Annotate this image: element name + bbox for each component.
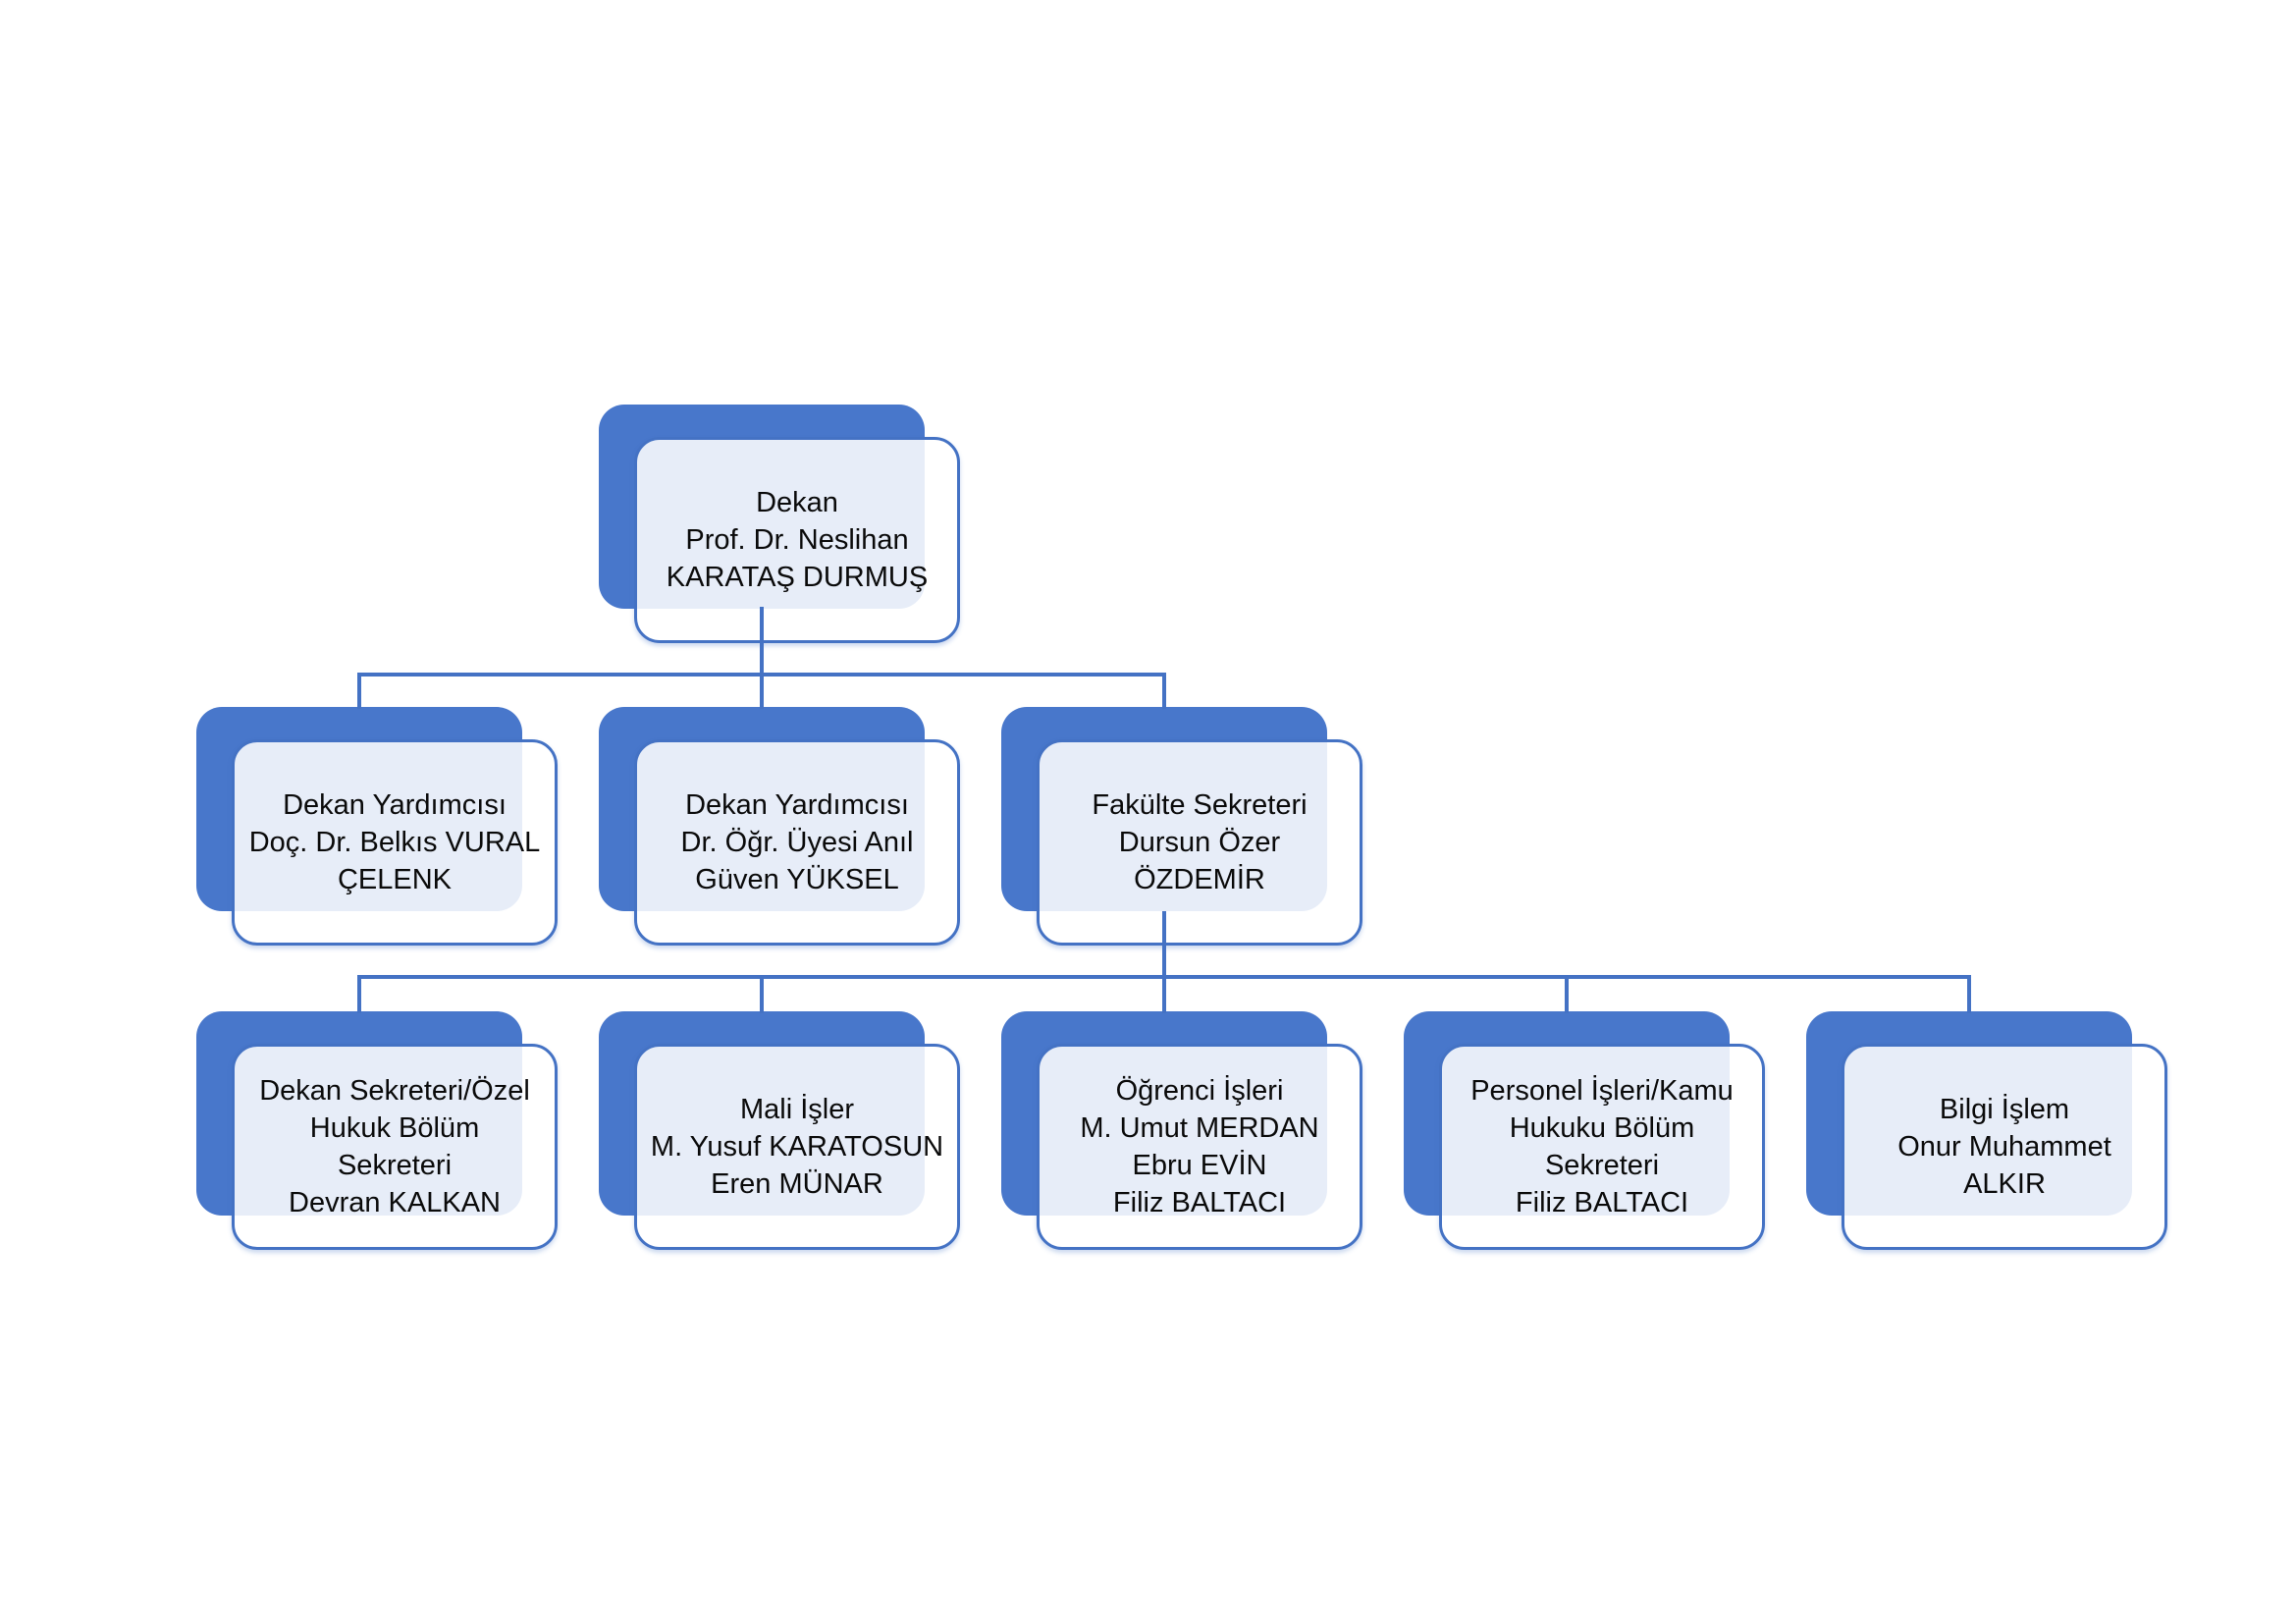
node-text: Dekan Sekreteri/Özel Hukuk Bölüm Sekrete… [259, 1075, 530, 1218]
node-text: Fakülte Sekreteri Dursun Özer ÖZDEMİR [1092, 789, 1308, 895]
node-card: Mali İşler M. Yusuf KARATOSUN Eren MÜNAR [634, 1044, 960, 1250]
org-node-dekan: Dekan Prof. Dr. Neslihan KARATAŞ DURMUŞ [599, 405, 960, 643]
org-node-fakulte-sekreteri: Fakülte Sekreteri Dursun Özer ÖZDEMİR [1001, 707, 1362, 946]
node-card: Personel İşleri/Kamu Hukuku Bölüm Sekret… [1439, 1044, 1765, 1250]
node-text: Dekan Prof. Dr. Neslihan KARATAŞ DURMUŞ [666, 487, 929, 593]
connector-rail-level2 [357, 673, 1166, 677]
connector-drop-mali-isler [760, 975, 764, 1013]
node-card: Öğrenci İşleri M. Umut MERDAN Ebru EVİN … [1037, 1044, 1362, 1250]
connector-drop-yardimci-1 [357, 673, 361, 709]
connector-drop-fakulte-sek [1162, 673, 1166, 709]
node-text: Öğrenci İşleri M. Umut MERDAN Ebru EVİN … [1080, 1075, 1319, 1218]
org-node-mali-isler: Mali İşler M. Yusuf KARATOSUN Eren MÜNAR [599, 1011, 960, 1250]
connector-rail-level3 [357, 975, 1971, 979]
node-text: Dekan Yardımcısı Dr. Öğr. Üyesi Anıl Güv… [680, 789, 914, 895]
node-card: Fakülte Sekreteri Dursun Özer ÖZDEMİR [1037, 739, 1362, 946]
org-node-ogrenci-isleri: Öğrenci İşleri M. Umut MERDAN Ebru EVİN … [1001, 1011, 1362, 1250]
node-card: Dekan Sekreteri/Özel Hukuk Bölüm Sekrete… [232, 1044, 558, 1250]
connector-drop-bilgi-islem [1967, 975, 1971, 1013]
connector-fakulte-sek-drop [1162, 911, 1166, 1013]
node-text: Dekan Yardımcısı Doç. Dr. Belkıs VURAL Ç… [248, 789, 541, 895]
node-text: Personel İşleri/Kamu Hukuku Bölüm Sekret… [1470, 1075, 1734, 1218]
node-card: Bilgi İşlem Onur Muhammet ALKIR [1842, 1044, 2167, 1250]
org-node-dekan-yardimcisi-1: Dekan Yardımcısı Doç. Dr. Belkıs VURAL Ç… [196, 707, 558, 946]
connector-dekan-drop [760, 607, 764, 709]
node-text: Mali İşler M. Yusuf KARATOSUN Eren MÜNAR [650, 1094, 944, 1200]
node-card: Dekan Yardımcısı Doç. Dr. Belkıs VURAL Ç… [232, 739, 558, 946]
connector-drop-dekan-sek [357, 975, 361, 1013]
org-node-personel-isleri-kamu-hukuku: Personel İşleri/Kamu Hukuku Bölüm Sekret… [1404, 1011, 1765, 1250]
org-node-bilgi-islem: Bilgi İşlem Onur Muhammet ALKIR [1806, 1011, 2167, 1250]
node-card: Dekan Prof. Dr. Neslihan KARATAŞ DURMUŞ [634, 437, 960, 643]
connector-drop-personel [1565, 975, 1569, 1013]
node-text: Bilgi İşlem Onur Muhammet ALKIR [1897, 1094, 2111, 1200]
org-node-dekan-yardimcisi-2: Dekan Yardımcısı Dr. Öğr. Üyesi Anıl Güv… [599, 707, 960, 946]
node-card: Dekan Yardımcısı Dr. Öğr. Üyesi Anıl Güv… [634, 739, 960, 946]
org-node-dekan-sekreteri-ozel-hukuk: Dekan Sekreteri/Özel Hukuk Bölüm Sekrete… [196, 1011, 558, 1250]
